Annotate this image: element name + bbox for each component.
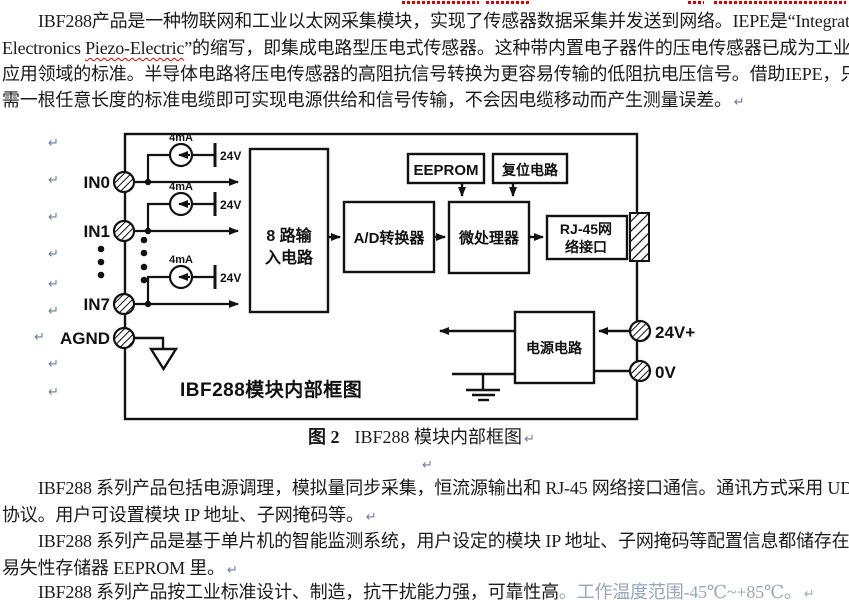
paragraph-1-line-4[interactable]: 需一根任意长度的标准电缆即可实现电源供给和信号传输，不会因电缆移动而产生测量误差… (2, 88, 847, 112)
paragraph-mark: ↵ (48, 136, 59, 151)
paragraph-mark: ↵ (34, 330, 45, 345)
terminal-label-in7: IN7 (84, 295, 110, 314)
block-diagram-figure[interactable]: 4mA 24V 4mA 24V 4mA 24V 8 路输 入电路 A/D转换器 … (0, 126, 849, 426)
channel-ellipsis-dots (97, 236, 148, 284)
paragraph-mark: ↵ (48, 210, 59, 225)
paragraph-mark: ↵ (422, 458, 433, 473)
svg-text:电源电路: 电源电路 (526, 340, 583, 356)
figure-number: 图 2 (308, 427, 340, 447)
rj45-block: RJ-45网 络接口 (545, 214, 629, 261)
svg-text:入电路: 入电路 (265, 248, 314, 267)
svg-text:复位电路: 复位电路 (501, 162, 559, 178)
power-circuit-block: 电源电路 (513, 310, 596, 385)
terminal-label-0v: 0V (655, 363, 676, 382)
svg-text:微处理器: 微处理器 (458, 229, 520, 247)
terminal-in1 (112, 219, 136, 243)
paragraph-mark: ↵ (48, 304, 59, 319)
svg-text:8 路输: 8 路输 (266, 226, 312, 245)
terminal-0v (628, 359, 652, 383)
diagram-title: IBF288模块内部框图 (180, 378, 362, 401)
reset-circuit-block: 复位电路 (491, 152, 569, 185)
paragraph-mark: ↵ (48, 173, 59, 188)
terminal-in0 (112, 170, 136, 194)
svg-text:A/D转换器: A/D转换器 (354, 229, 426, 247)
misspelled-word: Piezo-Electric (85, 38, 185, 58)
paragraph-1-line-2[interactable]: Electronics Piezo-Electric”的缩写，即集成电路型压电式… (2, 36, 849, 60)
paragraph-2-line-2[interactable]: 协议。用户可设置模块 IP 地址、子网掩码等。↵ (2, 503, 847, 527)
svg-text:RJ-45网: RJ-45网 (560, 221, 612, 237)
text-run: 需一根任意长度的标准电缆即可实现电源供给和信号传输，不会因电缆移动而产生测量误差… (2, 90, 732, 110)
paragraph-1-line-1[interactable]: IBF288产品是一种物联网和工业以太网采集模块，实现了传感器数据采集并发送到网… (38, 11, 849, 31)
faded-text-run: 。工作温度范围-45℃~+85℃。 (558, 582, 802, 602)
terminal-label-agnd: AGND (60, 329, 110, 348)
spellcheck-squiggle (486, 1, 531, 4)
terminal-agnd (112, 326, 136, 350)
paragraph-mark: ↵ (733, 95, 745, 110)
terminal-label-24v: 24V+ (655, 323, 695, 342)
input-channel-in0 (134, 142, 239, 186)
paragraph-mark: ↵ (48, 385, 59, 400)
paragraph-4-line-1[interactable]: IBF288 系列产品按工业标准设计、制造，抗干扰能力强，可靠性高。工作温度范围… (38, 580, 847, 604)
adc-block: A/D转换器 (342, 200, 436, 274)
input-circuit-block: 8 路输 入电路 (248, 147, 330, 314)
spellcheck-squiggle (402, 1, 479, 4)
svg-text:络接口: 络接口 (565, 239, 607, 255)
voltage-label: 24V (220, 271, 241, 285)
agnd-ground-symbol (134, 336, 179, 372)
text-run: 易失性存储器 EEPROM 里。 (2, 558, 225, 578)
signal-flow-arrows (328, 184, 544, 241)
paragraph-mark: ↵ (48, 247, 59, 262)
power-wiring (439, 327, 630, 402)
paragraph-mark: ↵ (524, 432, 535, 447)
spellcheck-squiggle (688, 1, 704, 4)
text-run: Electronics (2, 38, 86, 58)
current-label: 4mA (169, 132, 193, 144)
paragraph-1-line-3[interactable]: 应用领域的标准。半导体电路将压电传感器的高阻抗信号转换为更容易传输的低阻抗电压信… (2, 64, 849, 84)
input-channel-in7 (134, 264, 239, 308)
voltage-label: 24V (220, 149, 241, 163)
paragraph-2-line-1[interactable]: IBF288 系列产品包括电源调理，模拟量同步采集，恒流源输出和 RJ-45 网… (38, 478, 849, 498)
rj45-connector (629, 212, 650, 262)
mcu-block: 微处理器 (447, 200, 531, 275)
text-run: ”的缩写，即集成电路型压电式传感器。这种带内置电子器件的压电传感器已成为工业 (184, 38, 849, 58)
paragraph-mark: ↵ (48, 357, 59, 372)
figure-caption-text: IBF288 模块内部框图 (354, 427, 523, 447)
paragraph-3-line-2[interactable]: 易失性存储器 EEPROM 里。↵ (2, 556, 847, 580)
current-label: 4mA (169, 254, 193, 266)
eeprom-block: EEPROM (406, 152, 486, 185)
voltage-label: 24V (220, 198, 241, 212)
paragraph-mark: ↵ (365, 510, 377, 525)
paragraph-mark: ↵ (48, 277, 59, 292)
diagram-frame (123, 132, 639, 421)
terminal-24v (628, 319, 652, 343)
current-label: 4mA (169, 181, 193, 193)
spellcheck-squiggle (714, 1, 846, 4)
text-run: 协议。用户可设置模块 IP 地址、子网掩码等。 (2, 505, 364, 525)
paragraph-3-line-1[interactable]: IBF288 系列产品是基于单片机的智能监测系统，用户设定的模块 IP 地址、子… (38, 531, 849, 551)
input-channel-in1 (134, 191, 239, 235)
text-run: IBF288 系列产品按工业标准设计、制造，抗干扰能力强，可靠性高 (38, 582, 559, 602)
paragraph-mark: ↵ (803, 587, 815, 602)
paragraph-mark: ↵ (226, 563, 238, 578)
terminal-in7 (112, 292, 136, 316)
terminal-label-in0: IN0 (84, 173, 110, 192)
figure-caption[interactable]: 图 2 IBF288 模块内部框图↵ (0, 425, 843, 449)
svg-text:EEPROM: EEPROM (413, 162, 478, 179)
terminal-label-in1: IN1 (84, 222, 110, 241)
